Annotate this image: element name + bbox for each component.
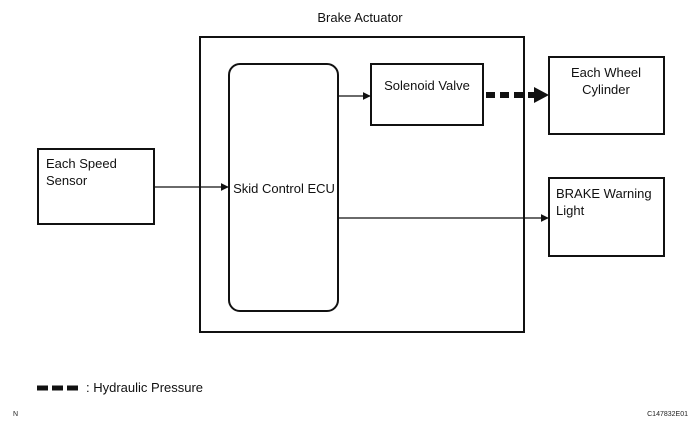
speed-sensor-label-line2: Sensor [46, 173, 88, 188]
speed-sensor-label-line1: Each Speed [46, 156, 117, 171]
warning-light-box [548, 177, 665, 257]
skid-control-ecu-box [228, 63, 339, 312]
legend-label: : Hydraulic Pressure [86, 380, 203, 395]
footer-figure-id: C147832E01 [647, 411, 688, 418]
wheel-cylinder-label-line1: Each Wheel [571, 65, 641, 80]
solenoid-valve-label: Solenoid Valve [384, 78, 470, 93]
brake-actuator-box [199, 36, 525, 333]
wheel-cylinder-label-line2: Cylinder [582, 82, 630, 97]
wheel-cylinder-box [548, 56, 665, 135]
hydraulic-pressure-arrowhead [534, 87, 549, 103]
solenoid-valve-box [370, 63, 484, 126]
warning-light-label-line1: BRAKE Warning [556, 186, 652, 201]
diagram-title: Brake Actuator [317, 10, 403, 25]
footer-left-code: N [13, 411, 18, 418]
skid-control-ecu-label: Skid Control ECU [233, 181, 335, 196]
warning-light-label-line2: Light [556, 203, 585, 218]
